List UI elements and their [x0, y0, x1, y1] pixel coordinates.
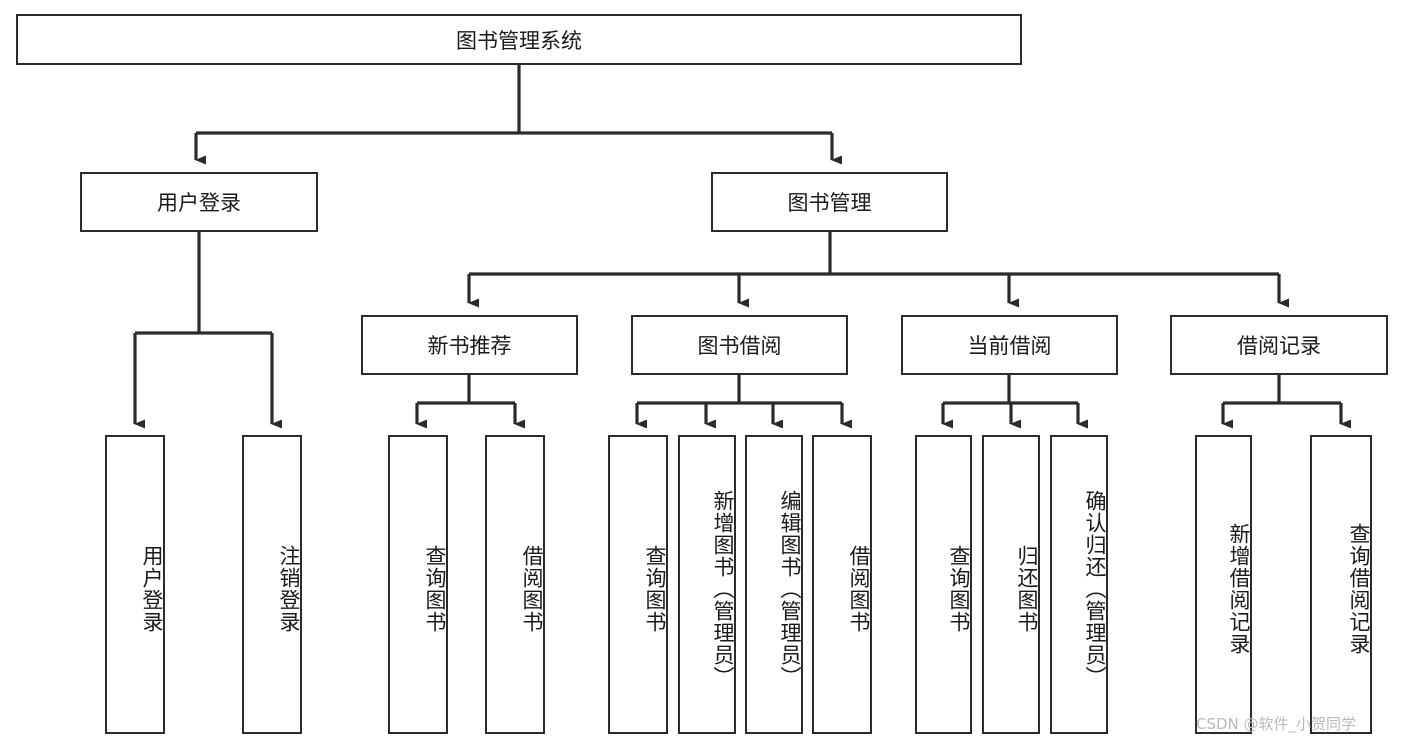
- node-label: 确认归还（管理员）: [1083, 489, 1107, 688]
- leaf-query-borrow-record[interactable]: 查询借阅记录: [1310, 435, 1372, 734]
- node-book-borrow[interactable]: 图书借阅: [631, 315, 848, 375]
- node-label: 借阅图书: [520, 544, 544, 633]
- node-label: 借阅记录: [1237, 334, 1321, 358]
- node-label: 图书借阅: [697, 334, 782, 358]
- node-label: 新增借阅记录: [1227, 522, 1251, 655]
- node-label: 归还图书: [1015, 544, 1039, 633]
- leaf-borrow-book[interactable]: 借阅图书: [812, 435, 872, 734]
- node-label: 用户登录: [140, 544, 164, 633]
- leaf-edit-book-admin[interactable]: 编辑图书（管理员）: [745, 435, 803, 734]
- leaf-query-book-recommend[interactable]: 查询图书: [388, 435, 448, 734]
- leaf-user-login[interactable]: 用户登录: [105, 435, 165, 734]
- node-root-system[interactable]: 图书管理系统: [16, 14, 1022, 65]
- node-borrow-records[interactable]: 借阅记录: [1170, 315, 1388, 375]
- node-label: 查询图书: [643, 544, 667, 633]
- leaf-confirm-return-admin[interactable]: 确认归还（管理员）: [1050, 435, 1108, 734]
- node-new-book-recommend[interactable]: 新书推荐: [361, 315, 578, 375]
- leaf-query-book-current[interactable]: 查询图书: [915, 435, 972, 734]
- node-label: 用户登录: [157, 191, 241, 215]
- node-label: 注销登录: [277, 544, 301, 633]
- leaf-query-book-borrow[interactable]: 查询图书: [608, 435, 668, 734]
- node-label: 图书管理系统: [456, 28, 582, 53]
- leaf-logout[interactable]: 注销登录: [242, 435, 302, 734]
- node-label: 查询图书: [947, 544, 971, 633]
- leaf-add-book-admin[interactable]: 新增图书（管理员）: [678, 435, 736, 734]
- node-label: 查询借阅记录: [1347, 522, 1371, 655]
- node-label: 图书管理: [787, 191, 872, 215]
- node-label: 当前借阅: [967, 334, 1052, 358]
- leaf-add-borrow-record[interactable]: 新增借阅记录: [1195, 435, 1252, 734]
- node-label: 借阅图书: [847, 544, 871, 633]
- node-book-management[interactable]: 图书管理: [711, 172, 948, 232]
- leaf-return-book[interactable]: 归还图书: [982, 435, 1040, 734]
- node-label: 新书推荐: [427, 334, 512, 358]
- node-label: 编辑图书（管理员）: [778, 489, 802, 688]
- leaf-borrow-book-recommend[interactable]: 借阅图书: [485, 435, 545, 734]
- node-current-borrow[interactable]: 当前借阅: [901, 315, 1118, 375]
- node-user-login[interactable]: 用户登录: [80, 172, 318, 232]
- node-label: 新增图书（管理员）: [711, 489, 735, 688]
- node-label: 查询图书: [423, 544, 447, 633]
